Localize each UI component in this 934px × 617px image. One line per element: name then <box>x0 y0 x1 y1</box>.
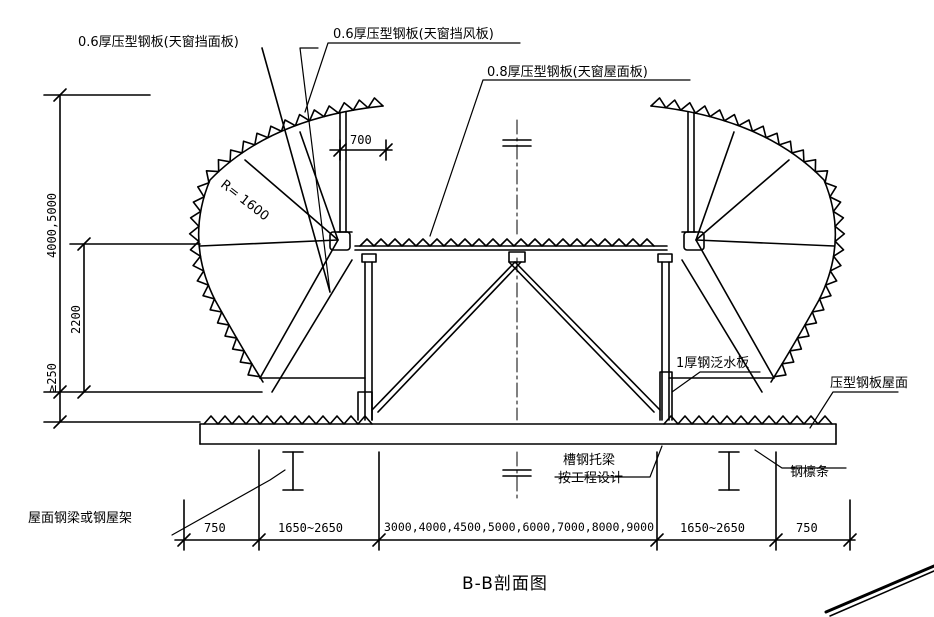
label-skylight-side-panel: 0.6厚压型钢板(天窗挡面板) <box>78 35 239 50</box>
roof-sheet-corrugation-left <box>203 415 373 425</box>
dim-bottom-2: 1650~2650 <box>278 521 344 535</box>
label-channel-beam-1: 槽钢托梁 <box>563 453 616 468</box>
dim-height-total: 4000,5000 <box>45 192 59 258</box>
leader-side-panel <box>299 47 331 293</box>
leader-wind-panel <box>304 42 521 113</box>
dim-height-2200: 2200 <box>69 305 83 334</box>
label-dim-700: 700 <box>350 133 372 147</box>
label-roof-beam: 屋面钢梁或钢屋架 <box>28 511 133 526</box>
dim-bottom-1: 750 <box>204 521 226 535</box>
left-shell-corrugation <box>188 97 384 378</box>
left-joint <box>329 231 351 251</box>
left-diagonal <box>259 239 339 379</box>
center-joint <box>508 251 526 263</box>
dim-bottom-4: 1650~2650 <box>680 521 746 535</box>
right-steel-beam <box>718 451 740 491</box>
label-channel-beam-2: 按工程设计 <box>558 471 624 486</box>
left-wind-shell <box>197 105 384 383</box>
right-flashing <box>659 371 673 421</box>
leader-roof-beam <box>171 469 286 536</box>
right-wind-shell <box>650 105 837 383</box>
dim-bottom-5: 750 <box>796 521 818 535</box>
leader-flashing <box>671 371 761 393</box>
truss-left-diagonal <box>371 261 516 411</box>
right-diagonal <box>695 239 775 379</box>
left-skylight-panel-line <box>261 47 331 293</box>
skylight-roof-corrugation <box>359 238 655 247</box>
roof-sheet-corrugation-right <box>663 415 833 425</box>
leader-roof-panel <box>429 79 691 237</box>
label-roof-panel: 0.8厚压型钢板(天窗屋面板) <box>487 65 648 80</box>
label-wind-panel: 0.6厚压型钢板(天窗挡风板) <box>333 27 494 42</box>
truss-right-diagonal <box>514 261 661 411</box>
right-shell-corrugation <box>650 97 846 378</box>
leader-channel-beam <box>554 445 663 478</box>
right-radial-1 <box>695 239 835 247</box>
left-flashing <box>357 391 373 421</box>
label-flashing: 1厚钢泛水板 <box>676 356 750 371</box>
label-purlin: 钢檩条 <box>790 465 830 480</box>
drawing-title: B-B剖面图 <box>462 574 548 594</box>
right-joint <box>683 231 705 251</box>
leader-purlin <box>754 449 847 469</box>
leader-roof-sheet <box>809 391 899 429</box>
scan-edge-mark <box>824 564 934 614</box>
label-roof-sheet: 压型钢板屋面 <box>830 376 909 391</box>
dim-height-250: ≥250 <box>45 363 59 392</box>
dim-bottom-3: 3000,4000,4500,5000,6000,7000,8000,9000 <box>384 520 655 534</box>
left-steel-beam <box>282 451 304 491</box>
